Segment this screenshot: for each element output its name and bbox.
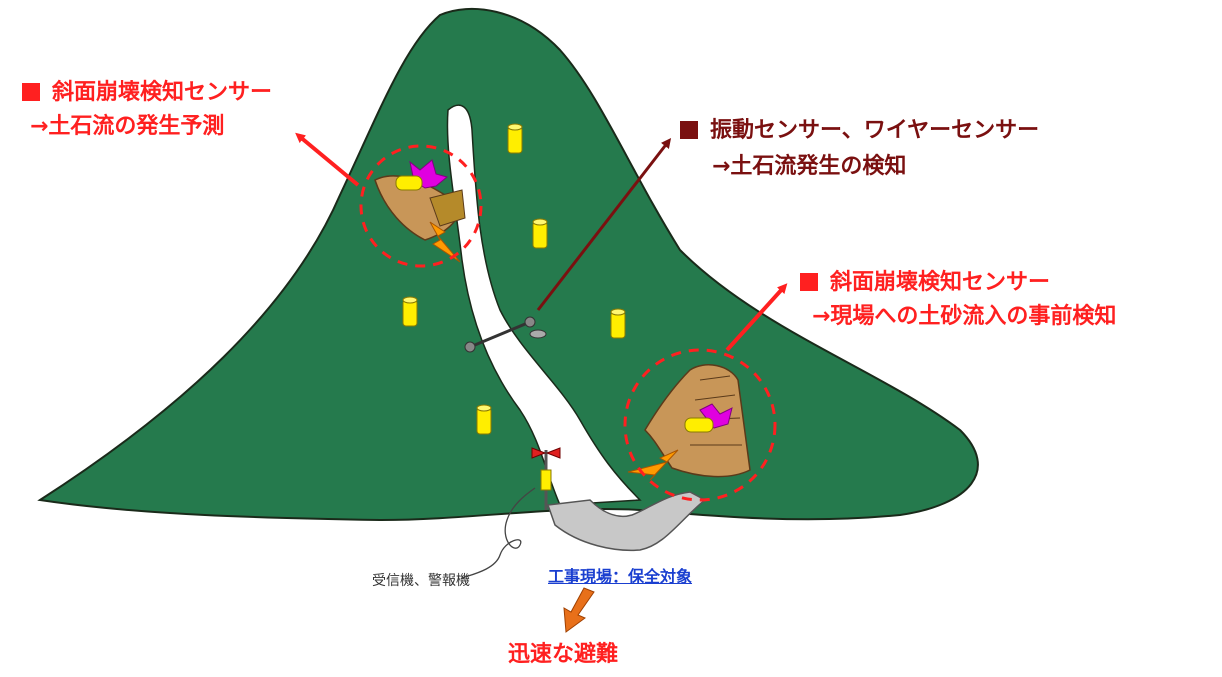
sensor-post: [610, 308, 626, 339]
label-title: 斜面崩壊検知センサー: [52, 80, 273, 105]
label-slope-sensor-mid: 斜面崩壊検知センサー: [800, 268, 1050, 298]
gully-channel: [446, 104, 642, 506]
label-sub: →現場への土砂流入の事前検知: [812, 304, 1117, 329]
arrow-top-right: [536, 138, 672, 311]
detection-zone: [623, 348, 777, 502]
label-receiver: 受信機、警報機: [372, 573, 470, 589]
lightning-icon: [429, 221, 461, 263]
square-bullet-icon: [680, 121, 698, 139]
evacuation-arrow: [563, 587, 595, 633]
arrow-mid-right: [725, 283, 788, 352]
label-construction-site: 工事現場：保全対象: [548, 567, 693, 586]
label-slope-sensor-top: 斜面崩壊検知センサー: [22, 78, 272, 108]
square-bullet-icon: [800, 273, 818, 291]
label-sub: →土石流の発生予測: [30, 114, 225, 139]
label-vibration-sensor-sub: →土石流発生の検知: [712, 152, 906, 182]
wire-sensor: [464, 316, 547, 353]
label-slope-sensor-top-sub: →土石流の発生予測: [30, 112, 224, 142]
sensor-post: [476, 404, 492, 435]
detection-zone: [359, 144, 483, 268]
sensor-post: [507, 123, 523, 154]
label-vibration-sensor: 振動センサー、ワイヤーセンサー: [680, 116, 1039, 146]
landslide-mass: [644, 364, 751, 478]
square-bullet-icon: [22, 83, 40, 101]
label-evacuation: 迅速な避難: [508, 642, 619, 667]
label-sub: →土石流発生の検知: [712, 154, 907, 179]
sensor-post: [402, 296, 418, 327]
alarm-siren-icon: [531, 447, 561, 510]
landslide-mass: [374, 159, 466, 241]
label-title: 斜面崩壊検知センサー: [830, 270, 1051, 295]
receiver-callout: [461, 487, 536, 579]
arrow-top-left: [295, 132, 360, 187]
sensor-post: [532, 218, 548, 249]
label-slope-sensor-mid-sub: →現場への土砂流入の事前検知: [812, 302, 1116, 332]
label-title: 振動センサー、ワイヤーセンサー: [710, 118, 1040, 143]
mountain-slope: [37, 7, 979, 522]
